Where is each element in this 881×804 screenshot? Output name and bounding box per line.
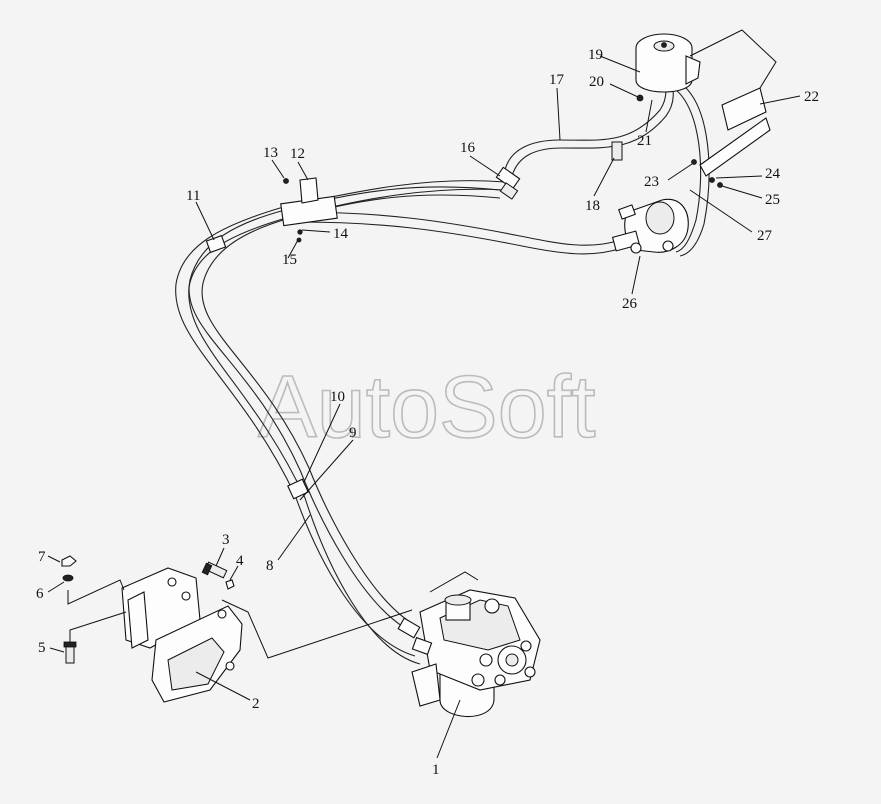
callout-2: 2 bbox=[252, 696, 260, 712]
hose-bundle bbox=[175, 69, 710, 665]
callout-21: 21 bbox=[637, 133, 652, 149]
callout-4: 4 bbox=[236, 553, 244, 569]
callout-11: 11 bbox=[186, 188, 200, 204]
callout-1: 1 bbox=[432, 762, 440, 778]
callout-12: 12 bbox=[290, 146, 305, 162]
watermark-text: AutoSoft bbox=[258, 357, 596, 456]
callout-15: 15 bbox=[282, 252, 297, 268]
callout-16: 16 bbox=[460, 140, 476, 156]
steering-gear bbox=[397, 571, 541, 718]
callout-27: 27 bbox=[757, 228, 773, 244]
callout-22: 22 bbox=[804, 89, 819, 105]
reservoir-fasteners bbox=[636, 94, 723, 188]
oil-reservoir bbox=[635, 33, 701, 93]
callout-8: 8 bbox=[266, 558, 274, 574]
callout-17: 17 bbox=[549, 72, 565, 88]
hose-clamps bbox=[205, 141, 623, 500]
hose-bracket bbox=[283, 177, 319, 243]
callout-3: 3 bbox=[222, 532, 230, 548]
callout-23: 23 bbox=[644, 174, 659, 190]
callout-19: 19 bbox=[588, 47, 603, 63]
power-steering-pump bbox=[611, 198, 689, 254]
callout-9: 9 bbox=[349, 425, 357, 441]
gear-mount-bracket bbox=[67, 567, 413, 703]
callout-26: 26 bbox=[622, 296, 638, 312]
callout-6: 6 bbox=[36, 586, 44, 602]
elbow-fitting bbox=[495, 166, 521, 200]
leader-lines bbox=[47, 55, 801, 759]
reservoir-bracket bbox=[689, 29, 777, 177]
callout-24: 24 bbox=[765, 166, 781, 182]
callout-10: 10 bbox=[330, 389, 345, 405]
callout-13: 13 bbox=[263, 145, 278, 161]
callout-25: 25 bbox=[765, 192, 780, 208]
fasteners bbox=[61, 555, 235, 664]
callout-18: 18 bbox=[585, 198, 600, 214]
callout-14: 14 bbox=[333, 226, 349, 242]
callout-20: 20 bbox=[589, 74, 604, 90]
callout-5: 5 bbox=[38, 640, 46, 656]
callout-7: 7 bbox=[38, 549, 46, 565]
callouts: 1 2 3 4 5 6 7 8 9 10 11 12 13 14 15 16 1… bbox=[36, 47, 819, 778]
